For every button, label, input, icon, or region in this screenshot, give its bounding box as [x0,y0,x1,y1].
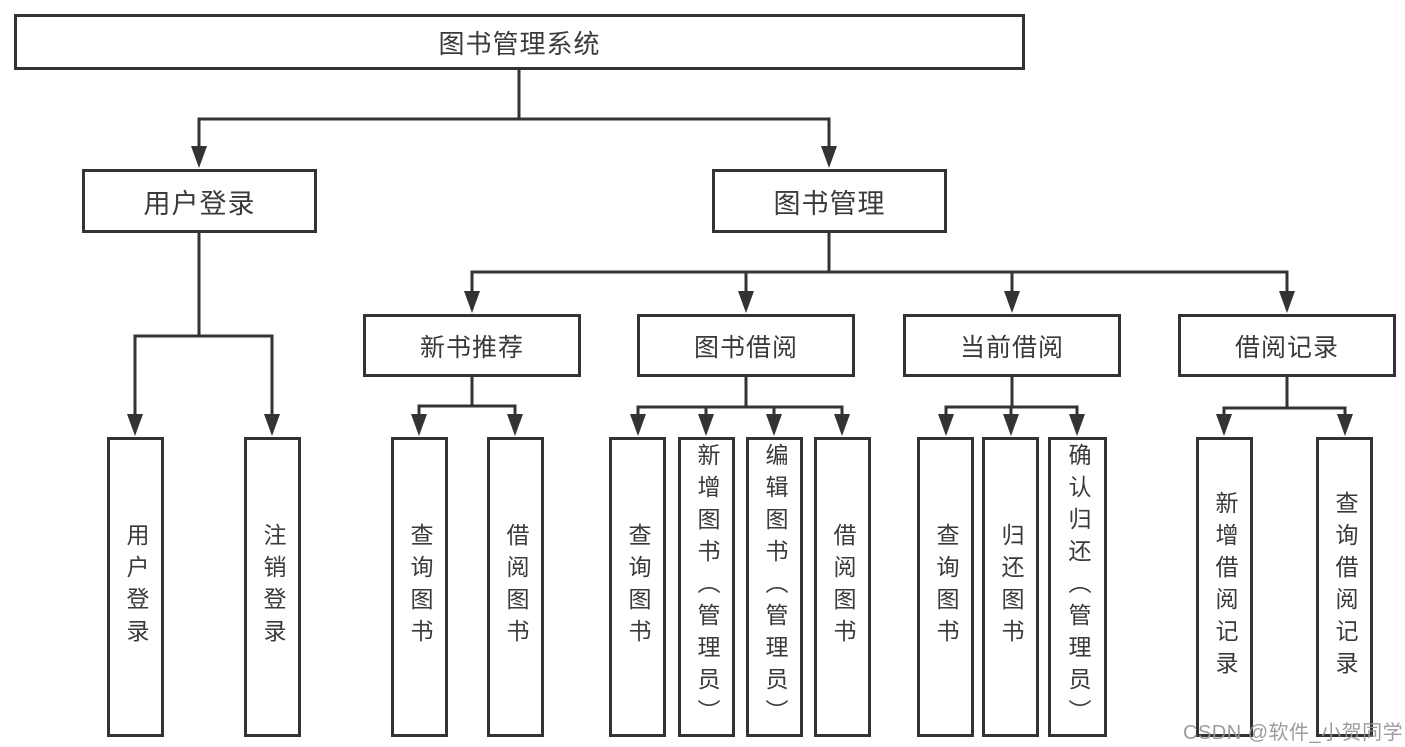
arrowhead [191,146,207,168]
connector-book-management-children [464,231,1295,313]
arrowhead [411,414,427,436]
connector-user-login-children [127,231,280,436]
node-label: 新增图书（管理员） [694,443,720,731]
arrowhead [1069,414,1085,436]
arrowhead [127,414,143,436]
node-label: 借阅图书 [830,523,856,651]
leaf-logout: 注销登录 [244,437,301,737]
connector-new-book-children [411,375,523,436]
leaf-add-book-admin: 新增图书（管理员） [678,437,735,737]
node-book-management: 图书管理 [712,169,947,233]
node-label: 用户登录 [143,188,256,219]
node-label: 用户登录 [123,523,149,651]
arrowhead [834,414,850,436]
leaf-query-borrow-record: 查询借阅记录 [1316,437,1373,737]
connector-root-to-level2 [191,66,837,168]
node-label: 确认归还（管理员） [1065,443,1091,731]
connector-borrow-records-children [1216,375,1353,436]
arrowhead [464,291,480,313]
arrowhead [1279,291,1295,313]
node-label: 图书管理 [773,188,886,219]
node-user-login: 用户登录 [82,169,317,233]
arrowhead [738,291,754,313]
arrowhead [630,414,646,436]
node-label: 查询图书 [625,523,651,651]
connector-book-borrow-children [630,375,850,436]
node-label: 注销登录 [260,523,286,651]
leaf-query-book: 查询图书 [609,437,666,737]
node-label: 编辑图书（管理员） [762,443,788,731]
node-library-management-system: 图书管理系统 [14,14,1025,70]
arrowhead [1216,414,1232,436]
leaf-borrow-book: 借阅图书 [814,437,871,737]
leaf-borrow-book: 借阅图书 [487,437,544,737]
leaf-confirm-return-admin: 确认归还（管理员） [1048,437,1107,737]
arrowhead [1337,414,1353,436]
arrowhead [938,414,954,436]
node-label: 借阅图书 [503,523,529,651]
node-label: 新增借阅记录 [1212,491,1238,683]
node-label: 归还图书 [998,523,1024,651]
watermark: CSDN @软件_小贺同学 [1183,722,1404,744]
node-book-borrow: 图书借阅 [637,314,855,377]
arrowhead [1004,291,1020,313]
node-new-book-recommend: 新书推荐 [363,314,581,377]
arrowhead [766,414,782,436]
node-label: 查询借阅记录 [1332,491,1358,683]
arrowhead [264,414,280,436]
arrowhead [507,414,523,436]
leaf-add-borrow-record: 新增借阅记录 [1196,437,1253,737]
leaf-user-login: 用户登录 [107,437,164,737]
leaf-edit-book-admin: 编辑图书（管理员） [746,437,803,737]
node-label: 图书管理系统 [438,28,601,59]
node-label: 查询图书 [933,523,959,651]
node-current-borrow: 当前借阅 [903,314,1121,377]
arrowhead [698,414,714,436]
node-label: 新书推荐 [419,333,524,362]
node-label: 查询图书 [407,523,433,651]
node-borrow-records: 借阅记录 [1178,314,1396,377]
leaf-query-book: 查询图书 [391,437,448,737]
leaf-query-book: 查询图书 [917,437,974,737]
node-label: 图书借阅 [693,333,798,362]
node-label: 当前借阅 [959,333,1064,362]
node-label: 借阅记录 [1234,333,1339,362]
connector-current-borrow-children [938,375,1085,436]
arrowhead [821,146,837,168]
leaf-return-book: 归还图书 [982,437,1039,737]
arrowhead [1003,414,1019,436]
